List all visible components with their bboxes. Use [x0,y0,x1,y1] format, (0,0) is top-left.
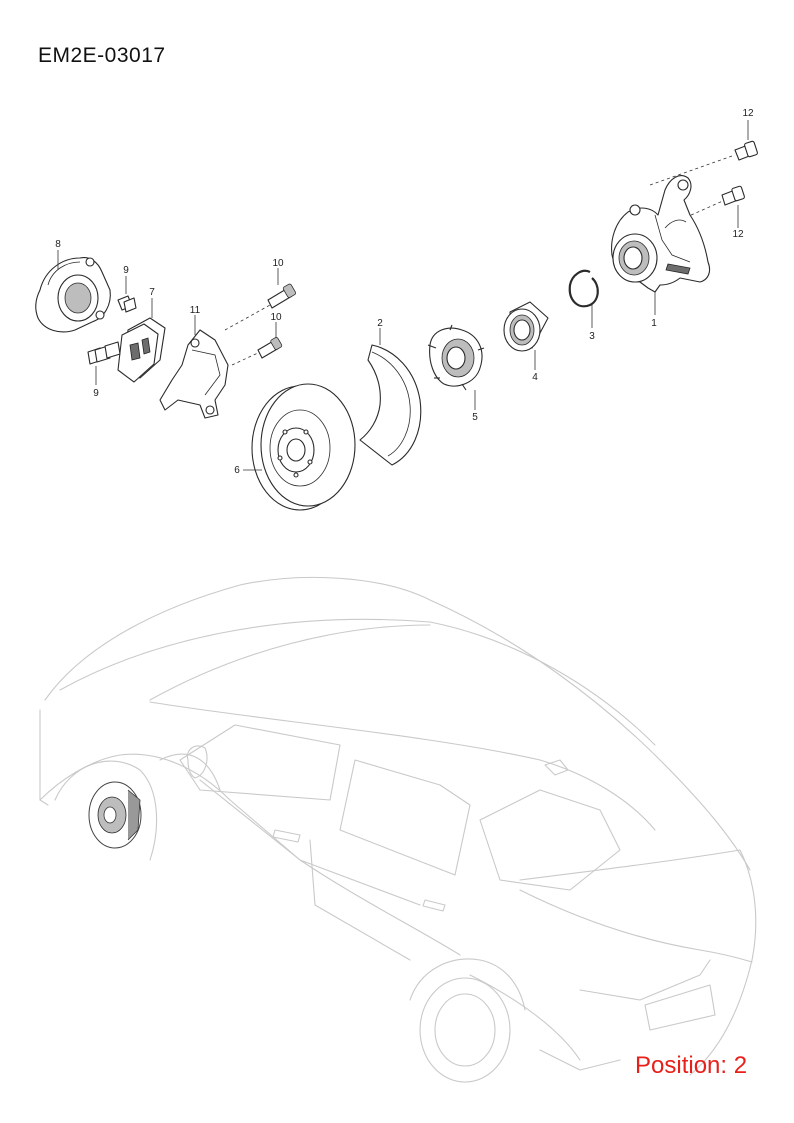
part-10-guide-pin-lower [231,322,283,366]
callout-11: 11 [190,305,201,316]
part-6-brake-disc [243,383,356,511]
part-5-wheel-hub [427,324,485,410]
part-9-pad-clip-lower [87,341,121,385]
callout-10-lower: 10 [270,312,282,323]
part-10-guide-pin-upper [224,268,296,331]
callout-3: 3 [589,331,595,342]
callout-9-lower: 9 [93,388,99,399]
callout-6: 6 [234,465,240,476]
position-label: Position: 2 [635,1052,748,1079]
callout-9-upper: 9 [123,265,129,276]
vehicle-locator-outline [39,576,757,1083]
callout-10-upper: 10 [272,258,284,269]
diagram-code: EM2E-03017 [38,44,166,67]
callout-12-upper: 12 [742,108,754,119]
callout-4: 4 [532,372,538,383]
part-8-brake-caliper [35,250,111,333]
part-2-dust-shield [359,328,422,466]
part-1-steering-knuckle [611,175,711,315]
callout-2: 2 [377,318,383,329]
callout-7: 7 [149,287,155,298]
callout-12-lower: 12 [732,229,744,240]
callout-1: 1 [651,318,657,329]
callout-5: 5 [472,412,478,423]
part-4-wheel-bearing [503,301,549,370]
part-9-pad-clip-upper [117,276,137,313]
part-3-snap-ring [568,269,599,328]
part-12-bolt-upper [649,120,758,186]
callout-8: 8 [55,239,61,250]
part-11-caliper-bracket [159,315,229,419]
part-7-brake-pads [117,298,166,383]
